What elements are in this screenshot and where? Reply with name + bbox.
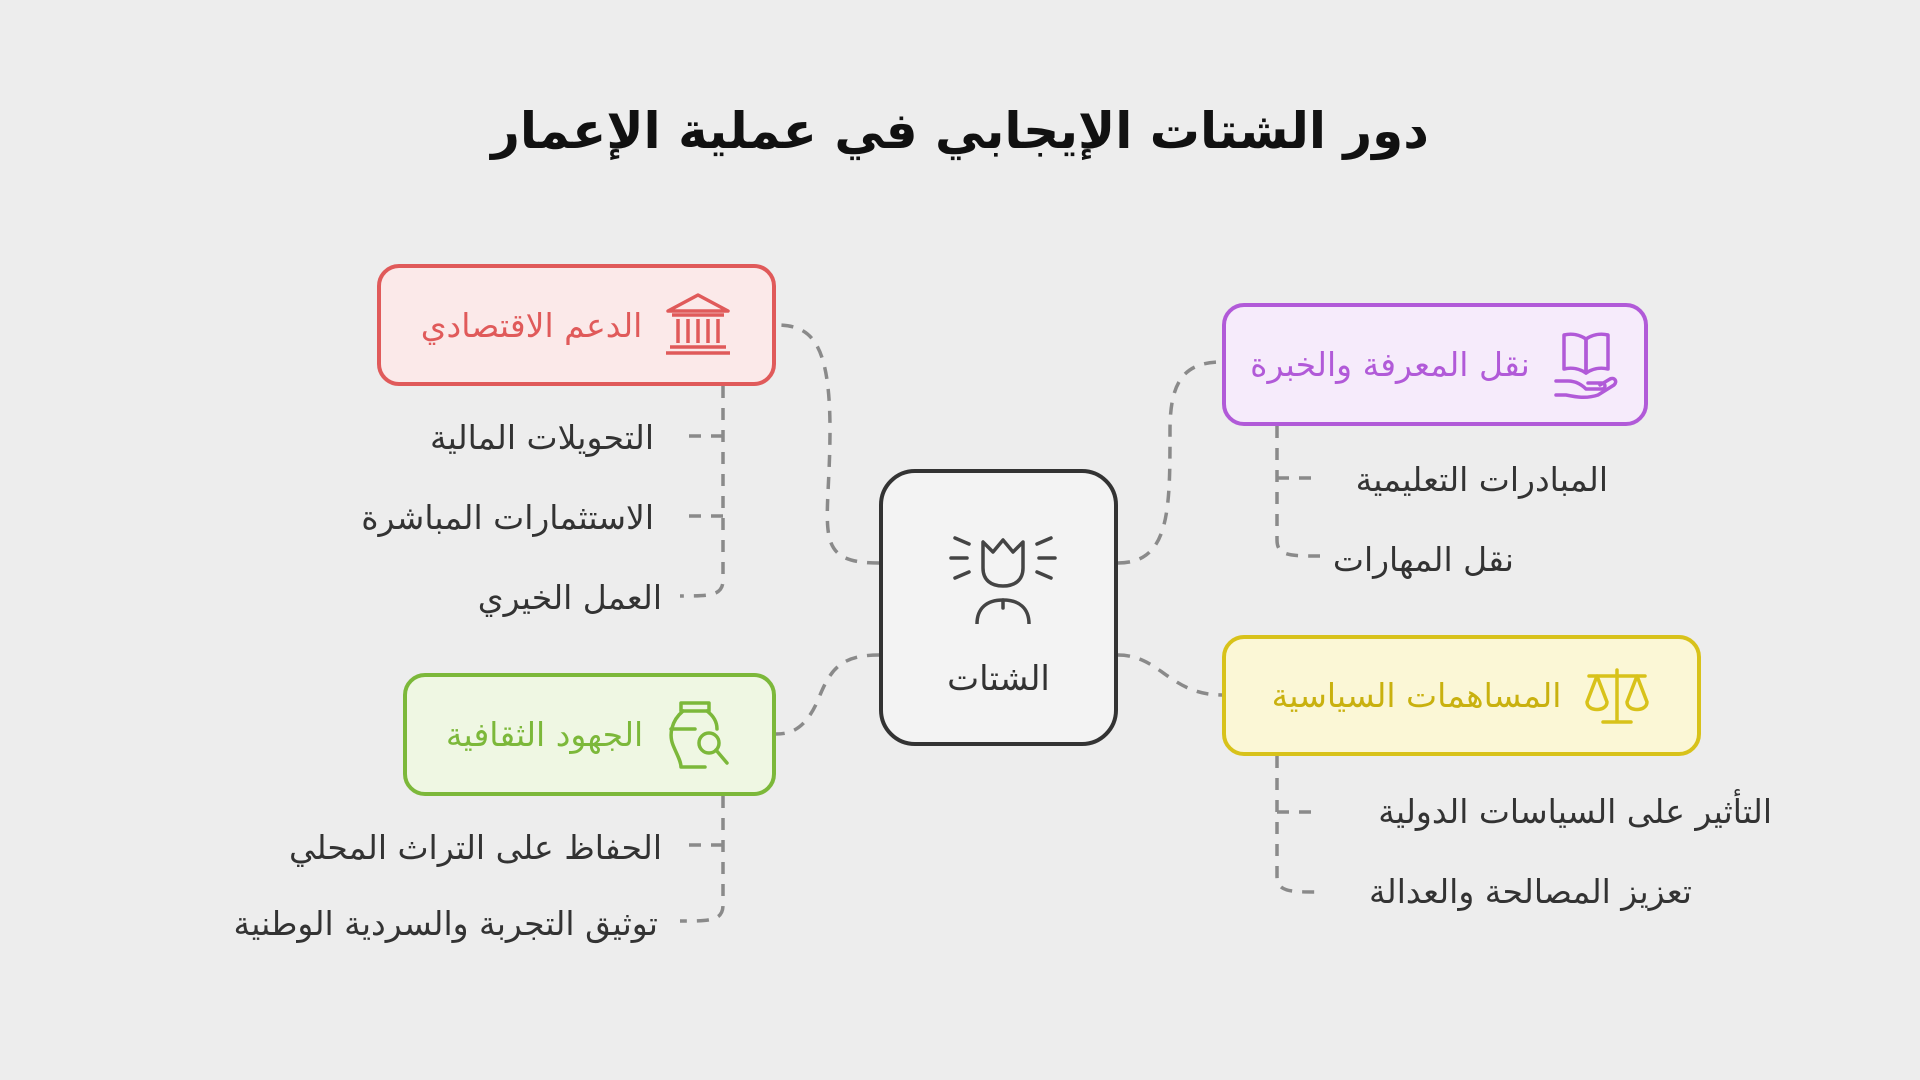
branch-political: المساهمات السياسية [1222, 635, 1701, 756]
economic-item: التحويلات المالية [429, 418, 654, 457]
economic-item: العمل الخيري [477, 578, 662, 617]
economic-item: الاستثمارات المباشرة [361, 498, 654, 537]
knowledge-item: المبادرات التعليمية [1355, 460, 1608, 499]
branch-cultural-label: الجهود الثقافية [445, 715, 644, 754]
vase-search-icon [669, 700, 729, 769]
center-label: الشتات [947, 659, 1050, 699]
center-node: الشتات [879, 469, 1118, 746]
book-hand-icon [1554, 331, 1618, 399]
branch-knowledge-label: نقل المعرفة والخبرة [1250, 345, 1530, 384]
branch-economic: الدعم الاقتصادي [377, 264, 776, 386]
political-item: تعزيز المصالحة والعدالة [1368, 872, 1692, 911]
cultural-item: الحفاظ على التراث المحلي [288, 828, 662, 867]
crowned-person-icon [949, 536, 1057, 624]
branch-economic-label: الدعم الاقتصادي [420, 305, 643, 345]
branch-knowledge: نقل المعرفة والخبرة [1222, 303, 1648, 426]
branch-political-label: المساهمات السياسية [1271, 676, 1562, 715]
knowledge-item: نقل المهارات [1332, 540, 1514, 579]
cultural-item: توثيق التجربة والسردية الوطنية [233, 904, 658, 943]
political-item: التأثير على السياسات الدولية [1378, 792, 1772, 831]
page-title: دور الشتات الإيجابي في عملية الإعمار [491, 102, 1429, 160]
branch-cultural: الجهود الثقافية [403, 673, 776, 796]
scales-icon [1585, 667, 1650, 724]
bank-icon [666, 293, 731, 355]
